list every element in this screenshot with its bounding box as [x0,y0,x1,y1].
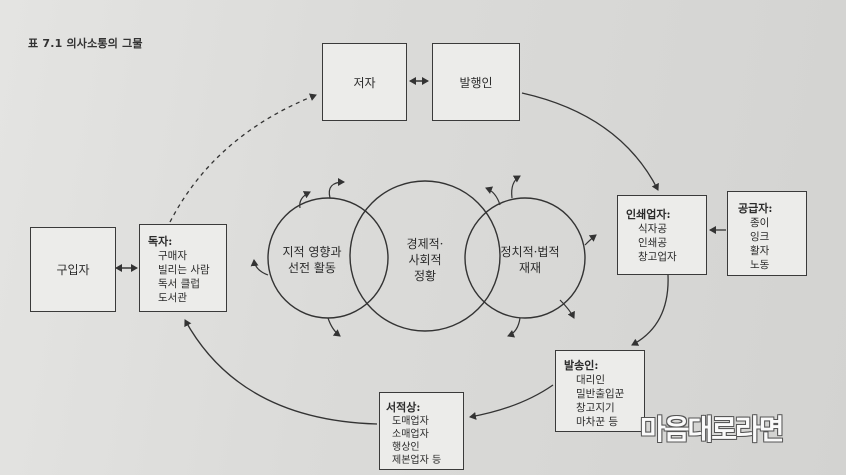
influence-arrow [250,259,269,276]
figure-title: 표 7.1 의사소통의 그물 [28,37,143,50]
readers-heading: 독자: [148,235,173,248]
influence-arrow [584,234,597,246]
circle-label-economic: 경제적· 사회적 정황 [406,237,444,283]
suppliers-heading: 공급자: [738,202,773,215]
influence-arrow [507,317,521,338]
publisher-box: 발행인 [432,43,520,121]
shippers-item: 밀반출입꾼 [576,388,625,400]
suppliers-box: 공급자: 종이 잉크 활자 노동 [727,191,807,276]
suppliers-item: 잉크 [750,231,770,243]
circle-political [464,197,586,319]
printers-content: 인쇄업자: 식자공 인쇄공 창고업자 [626,206,677,264]
booksellers-item: 소매업자 [392,429,429,440]
author-box: 저자 [322,43,407,121]
suppliers-item: 노동 [750,259,770,271]
booksellers-item: 도매업자 [392,416,429,427]
booksellers-item: 행상인 [392,442,420,453]
circle-label-intellectual: 지적 영향과 선전 활동 [282,245,342,275]
arrow-readers-to-author [169,93,317,223]
booksellers-heading: 서적상: [386,401,421,414]
buyer-box: 구입자 [30,227,116,312]
author-label: 저자 [353,75,376,90]
booksellers-item: 제본업자 등 [392,455,442,466]
watermark: 마음대로라면 [640,413,785,446]
arrow-publisher-to-printers [521,92,659,191]
publisher-label: 발행인 [459,75,493,90]
circle-label-political: 정치적·법적 재재 [500,245,560,275]
readers-content: 독자: 구매자 빌리는 사람 독서 클럽 도서관 [148,233,210,305]
buyer-label: 구입자 [56,263,90,277]
booksellers-box: 서적상: 도매업자 소매업자 행상인 제본업자 등 [379,392,464,470]
shippers-heading: 발송인: [564,359,599,372]
influence-arrow [485,186,501,206]
suppliers-item: 활자 [750,245,770,257]
printers-item: 창고업자 [638,251,677,263]
printers-item: 식자공 [638,223,667,235]
shippers-box: 발송인: 대리인 밀반출입꾼 창고지기 마차꾼 등 [555,350,645,432]
shippers-item: 창고지기 [576,402,615,414]
suppliers-content: 공급자: 종이 잉크 활자 노동 [738,200,772,272]
printers-heading: 인쇄업자: [626,208,671,221]
arrow-booksellers-to-readers [184,319,378,425]
arrow-shippers-to-booksellers [469,384,554,420]
shippers-content: 발송인: 대리인 밀반출입꾼 창고지기 마차꾼 등 [564,357,624,429]
influence-arrow [511,175,521,199]
readers-item: 독서 클럽 [158,278,200,290]
influence-arrow [327,317,341,337]
readers-item: 구매자 [158,250,187,262]
suppliers-item: 종이 [750,217,770,229]
printers-item: 인쇄공 [638,237,667,249]
booksellers-content: 서적상: 도매업자 소매업자 행상인 제본업자 등 [386,399,441,467]
readers-box: 독자: 구매자 빌리는 사람 독서 클럽 도서관 [139,224,227,312]
readers-item: 도서관 [158,292,187,304]
influence-arrow [559,299,575,319]
arrow-printers-to-shippers [631,274,669,346]
printers-box: 인쇄업자: 식자공 인쇄공 창고업자 [617,195,707,275]
shippers-item: 마차꾼 등 [576,416,618,428]
readers-item: 빌리는 사람 [158,264,210,276]
influence-arrow [328,178,345,199]
circle-economic [349,180,501,332]
influence-arrow [299,191,311,209]
shippers-item: 대리인 [576,374,605,386]
